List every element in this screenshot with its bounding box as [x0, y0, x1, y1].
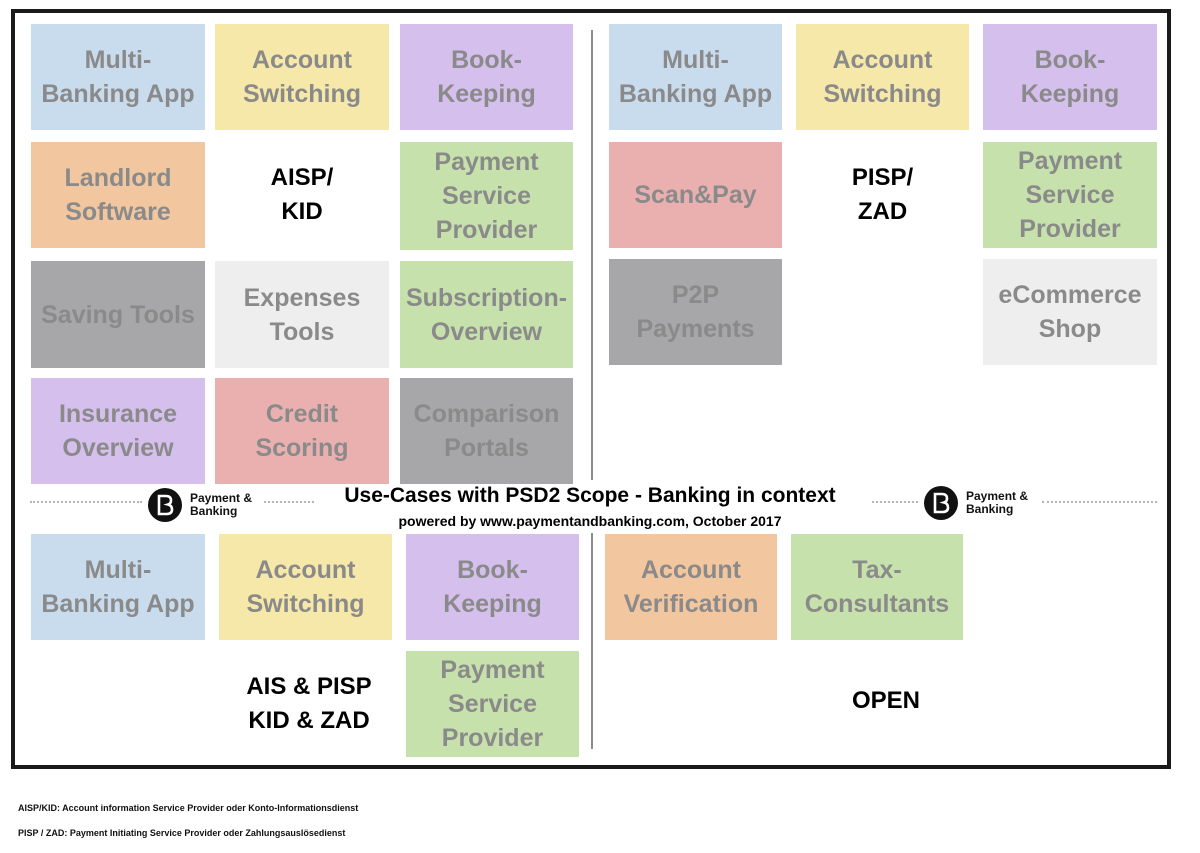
vertical-separator-bottom	[591, 533, 593, 749]
logo-b-icon	[924, 486, 958, 520]
pisp-tile-p2p-payments: P2P Payments	[609, 259, 782, 365]
pisp-quadrant-label: PISP/ ZAD	[851, 164, 914, 225]
vertical-separator-top	[591, 30, 593, 480]
pisp-tile-multi-banking-app: Multi- Banking App	[609, 24, 782, 130]
aisp-quadrant-label: AISP/ KID	[270, 164, 334, 225]
logo-right: Payment & Banking	[924, 486, 1028, 520]
ais-pisp-quadrant-label: AIS & PISP KID & ZAD	[246, 673, 372, 734]
divider-right-short	[872, 501, 918, 503]
aisp-tile-book-keeping: Book- Keeping	[400, 24, 573, 130]
open-tile-account-verification: Account Verification	[605, 534, 777, 640]
logo-left: Payment & Banking	[148, 488, 252, 522]
diagram-title: Use-Cases with PSD2 Scope - Banking in c…	[344, 484, 836, 507]
diagram-frame	[11, 9, 1171, 769]
pisp-tile-ecommerce-shop: eCommerce Shop	[983, 259, 1157, 365]
logo-text: Payment & Banking	[190, 491, 253, 518]
ais-pisp-tile-account-switching: Account Switching	[219, 534, 392, 640]
aisp-tile-insurance-overview: Insurance Overview	[31, 378, 205, 484]
ais-pisp-tile-payment-service-provider: Payment Service Provider	[406, 651, 579, 757]
pisp-tile-payment-service-provider: Payment Service Provider	[983, 142, 1157, 248]
open-tile-tax-consultants: Tax- Consultants	[791, 534, 963, 640]
aisp-tile-credit-scoring: Credit Scoring	[215, 378, 389, 484]
aisp-tile-landlord-software: Landlord Software	[31, 142, 205, 248]
ais-pisp-tile-book-keeping: Book- Keeping	[406, 534, 579, 640]
logo-text: Payment & Banking	[966, 489, 1029, 516]
aisp-tile-account-switching: Account Switching	[215, 24, 389, 130]
aisp-tile-expenses-tools: Expenses Tools	[215, 261, 389, 368]
pisp-tile-book-keeping: Book- Keeping	[983, 24, 1157, 130]
footnote-aisp: AISP/KID: Account information Service Pr…	[18, 803, 359, 813]
divider-right	[1042, 501, 1157, 503]
open-quadrant-label: OPEN	[851, 687, 920, 714]
diagram-subtitle: powered by www.paymentandbanking.com, Oc…	[398, 513, 782, 529]
aisp-tile-subscription-overview: Subscription- Overview	[400, 261, 573, 368]
aisp-tile-saving-tools: Saving Tools	[31, 261, 205, 368]
divider-left	[30, 501, 142, 503]
pisp-tile-account-switching: Account Switching	[796, 24, 969, 130]
divider-left-short	[264, 501, 314, 503]
aisp-tile-comparison-portals: Comparison Portals	[400, 378, 573, 484]
ais-pisp-tile-multi-banking-app: Multi- Banking App	[31, 534, 205, 640]
logo-b-icon	[148, 488, 182, 522]
pisp-tile-scan-and-pay: Scan&Pay	[609, 142, 782, 248]
aisp-tile-multi-banking-app: Multi- Banking App	[31, 24, 205, 130]
footnote-pisp: PISP / ZAD: Payment Initiating Service P…	[18, 828, 346, 838]
aisp-tile-payment-service-provider: Payment Service Provider	[400, 142, 573, 250]
